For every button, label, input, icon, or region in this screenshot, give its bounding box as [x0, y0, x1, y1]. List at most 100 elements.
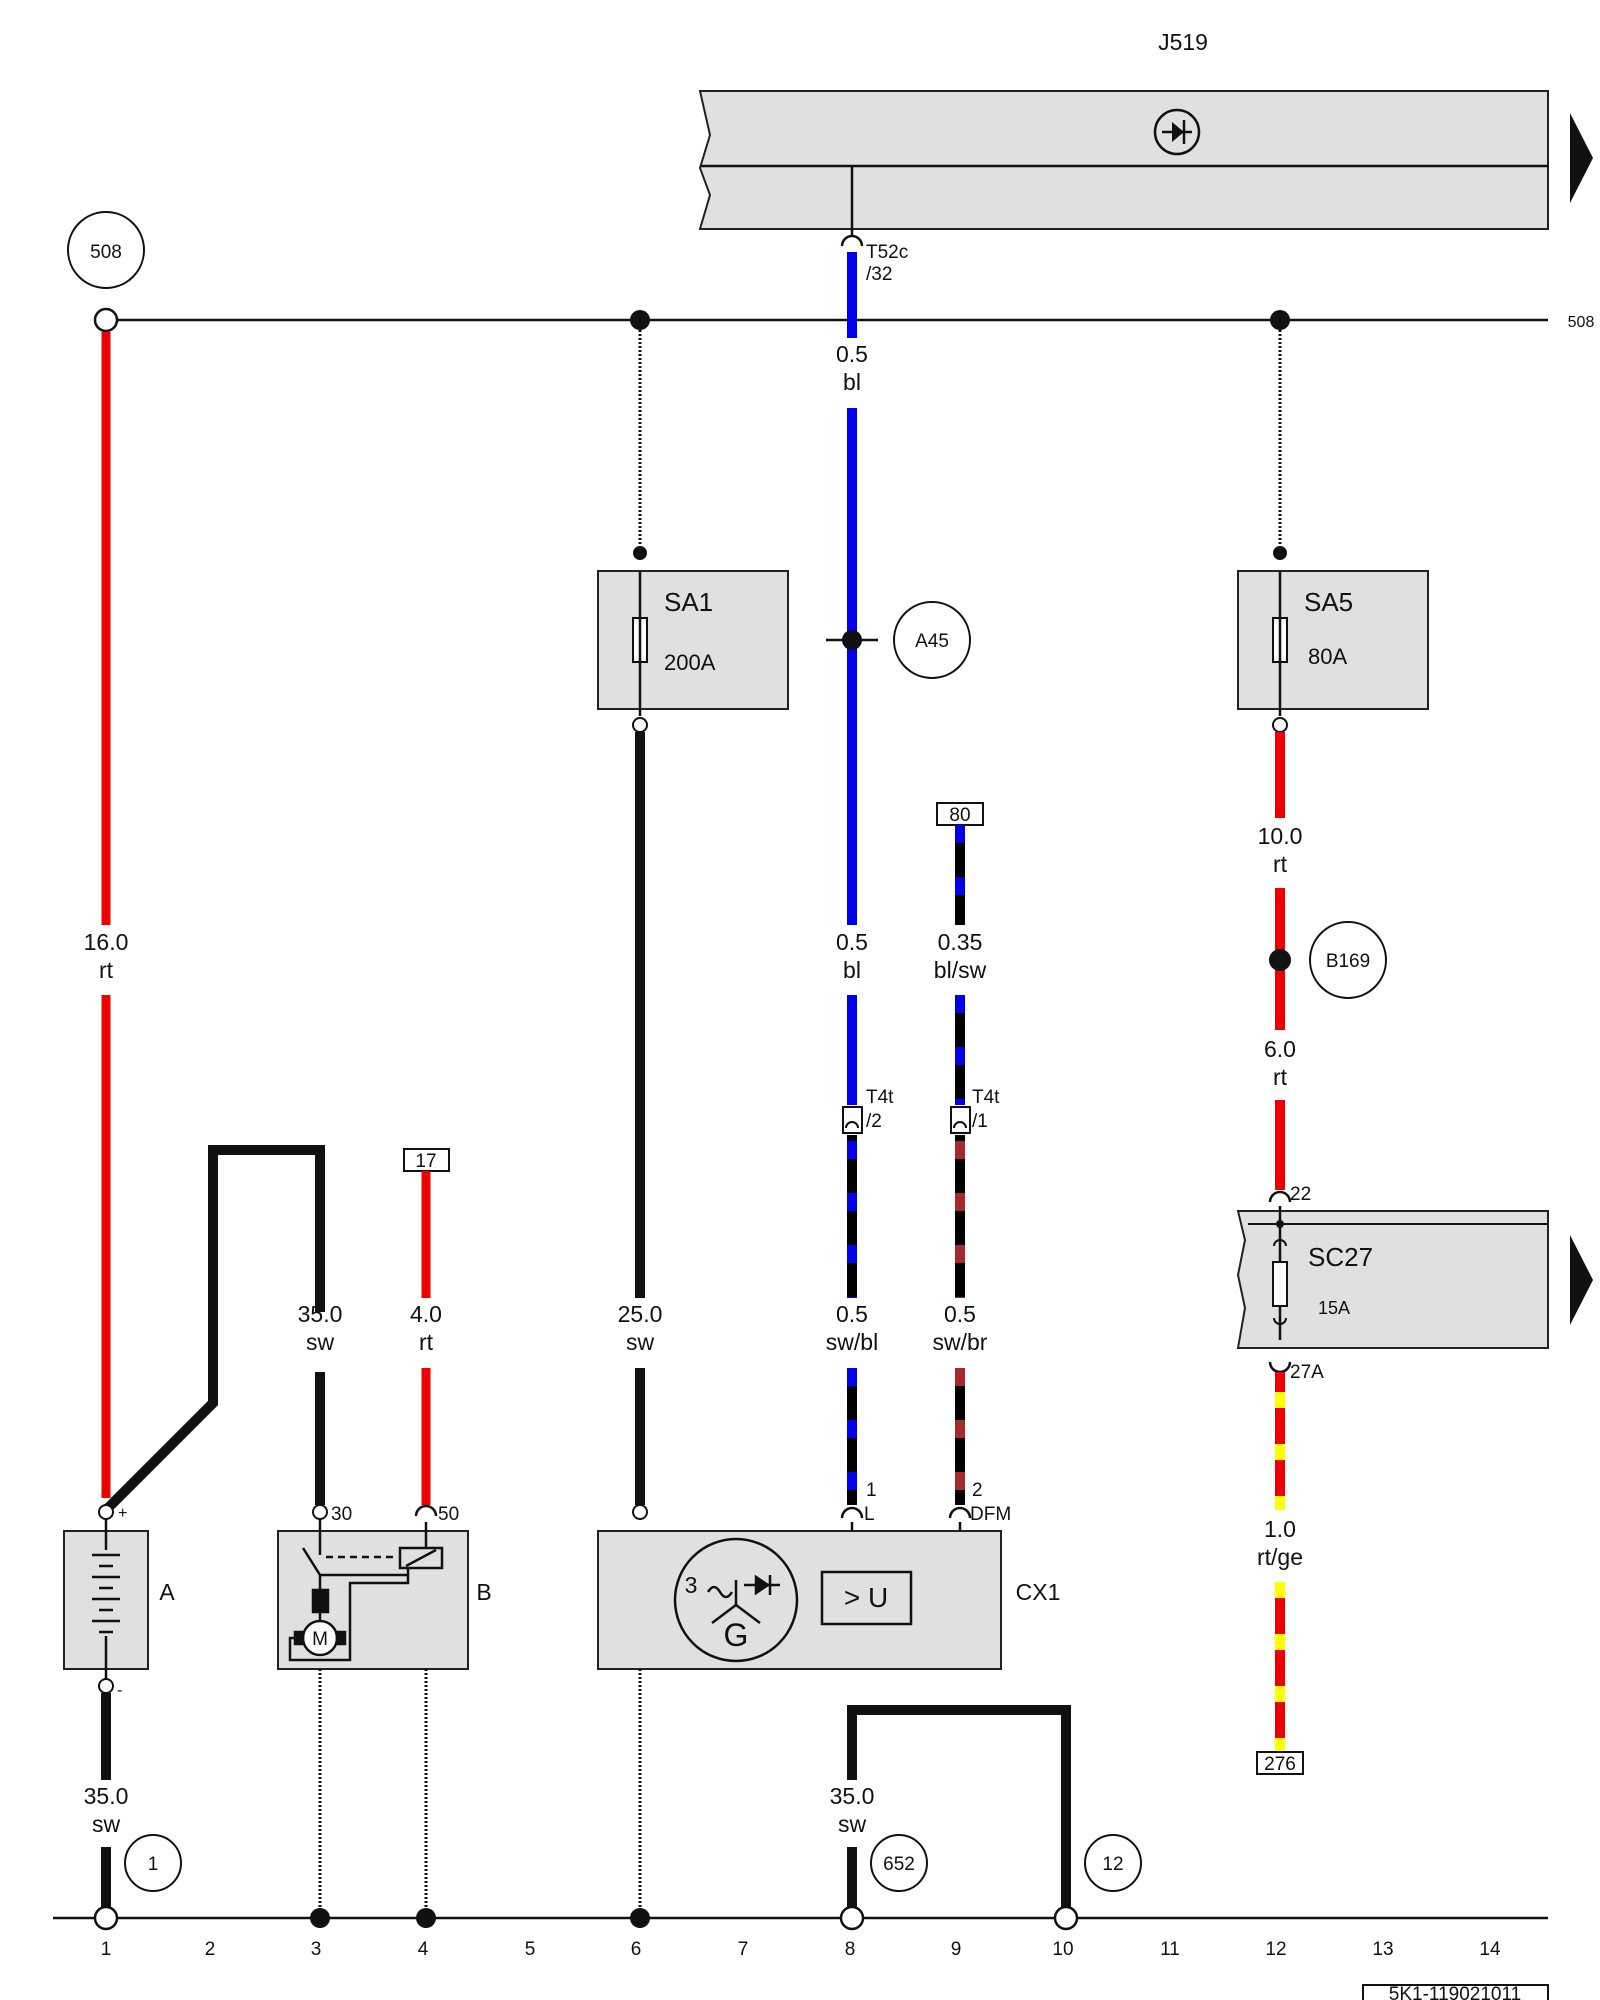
- wire-w9-color: bl/sw: [934, 957, 987, 983]
- ref-box-80-label: 80: [949, 805, 970, 826]
- connector-t52c-pin: /32: [866, 264, 892, 285]
- wire-w11-size: 10.0: [1258, 823, 1303, 849]
- voltage-regulator-box: [820, 1570, 913, 1626]
- battery-to-starter-cable: [102, 1145, 325, 1514]
- battery-plus-label: +: [118, 1505, 127, 1522]
- ref-508-label: 508: [90, 242, 122, 263]
- battery-minus-label: -: [117, 1682, 122, 1699]
- grid-number: 2: [205, 1939, 216, 1960]
- fuse-sa5-rating: 80A: [1308, 644, 1347, 669]
- connector-t4t-2-pin: /2: [866, 1111, 882, 1132]
- fuse-sa1-name: SA1: [664, 587, 713, 617]
- ref-1-label: 1: [148, 1854, 159, 1875]
- j519-module: [698, 90, 1549, 230]
- grid-number: 8: [845, 1939, 856, 1960]
- ref-12-label: 12: [1102, 1854, 1123, 1875]
- wire-w12-color: rt: [1273, 1064, 1288, 1090]
- wire-w13-size: 1.0: [1264, 1516, 1296, 1542]
- wire-w3-size: 35.0: [84, 1783, 129, 1809]
- generator-g-label: G: [724, 1617, 749, 1653]
- voltage-regulator-label: > U: [844, 1582, 888, 1613]
- wire-w9-size: 0.35: [938, 929, 983, 955]
- grid-number: 5: [525, 1939, 536, 1960]
- wire-w1-color: rt: [99, 957, 114, 983]
- fuse-sa1: [597, 570, 789, 710]
- grid-number: 12: [1265, 1939, 1286, 1960]
- wire-w6-color: bl: [843, 369, 861, 395]
- grid-number: 6: [631, 1939, 642, 1960]
- sc27-pin-27a: 27A: [1290, 1362, 1324, 1383]
- alternator-pin-2: 2: [972, 1480, 983, 1501]
- grid-number: 3: [311, 1939, 322, 1960]
- grid-number: 10: [1052, 1939, 1073, 1960]
- ref-circle-508: [67, 211, 145, 289]
- generator-phase-label: 3: [685, 1572, 698, 1598]
- starter-label: B: [476, 1579, 491, 1605]
- battery-label: A: [159, 1579, 175, 1605]
- ref-box-17-label: 17: [415, 1151, 436, 1172]
- wire-w5-color: sw: [626, 1329, 655, 1355]
- ref-box-276: [1256, 1751, 1304, 1775]
- ref-circle-a45: [893, 601, 971, 679]
- alternator-pin-l: L: [864, 1504, 875, 1525]
- grid-number: 4: [418, 1939, 429, 1960]
- connector-t4t-1-label: T4t: [972, 1087, 1000, 1108]
- wire-w8-size: 0.5: [836, 1301, 868, 1327]
- fuse-sa5: [1237, 570, 1429, 710]
- grid-number: 7: [738, 1939, 749, 1960]
- wire-w2-size: 35.0: [298, 1301, 343, 1327]
- ground-strap-652-12: [847, 1705, 1071, 1908]
- alternator-cx1: [597, 1530, 1002, 1670]
- ref-circle-652: [870, 1834, 928, 1892]
- wire-w1-size: 16.0: [84, 929, 129, 955]
- wire-w2-color: sw: [306, 1329, 335, 1355]
- connector-t4t-1-icon: [950, 1106, 971, 1134]
- grid-number: 9: [951, 1939, 962, 1960]
- wire-w14-size: 35.0: [830, 1783, 875, 1809]
- page-continue-arrow-bottom: [1570, 1235, 1593, 1325]
- wire-w3-color: sw: [92, 1811, 121, 1837]
- connector-t52c-label: T52c: [866, 242, 908, 263]
- fuse-sc27-name: SC27: [1308, 1242, 1373, 1272]
- wire-w4-size: 4.0: [410, 1301, 442, 1327]
- wire-w7-size: 0.5: [836, 929, 868, 955]
- sc27-pin-22: 22: [1290, 1184, 1311, 1205]
- grid-number: 11: [1160, 1939, 1180, 1960]
- connector-t4t-1-pin: /1: [972, 1111, 988, 1132]
- fuse-sa1-rating: 200A: [664, 650, 716, 675]
- ref-circle-12: [1084, 1834, 1142, 1892]
- wire-w13-color: rt/ge: [1257, 1544, 1303, 1570]
- grid-number: 1: [101, 1939, 112, 1960]
- fuse-sc27-rating: 15A: [1318, 1298, 1350, 1318]
- connector-t52c-icon: [840, 234, 864, 247]
- alternator-pin-1: 1: [866, 1480, 877, 1501]
- fuse-box-sc27: [1236, 1210, 1549, 1349]
- generator-symbol-icon: [673, 1537, 799, 1663]
- connector-t4t-2-icon: [842, 1106, 863, 1134]
- doc-id-box: [1362, 1984, 1549, 2000]
- ref-circle-1: [124, 1834, 182, 1892]
- starter-pin-30: 30: [331, 1504, 352, 1525]
- doc-id: 5K1-119021011: [1389, 1984, 1521, 2000]
- wire-w10-color: sw/br: [933, 1329, 988, 1355]
- starter-internal-icon: [288, 1518, 444, 1662]
- wire-w5-size: 25.0: [618, 1301, 663, 1327]
- wire-w7-color: bl: [843, 957, 861, 983]
- wire-w14-color: sw: [838, 1811, 867, 1837]
- wire-w8-color: sw/bl: [826, 1329, 878, 1355]
- diode-symbol-icon: [1153, 108, 1201, 156]
- wire-w11-color: rt: [1273, 851, 1288, 877]
- fuse-sc27-icon: [1272, 1261, 1288, 1307]
- grid-number: 13: [1372, 1939, 1393, 1960]
- wire-w10-size: 0.5: [944, 1301, 976, 1327]
- connector-t4t-2-label: T4t: [866, 1087, 894, 1108]
- starter-pin-50: 50: [438, 1504, 459, 1525]
- ref-a45-label: A45: [915, 631, 949, 652]
- ref-box-276-label: 276: [1264, 1754, 1296, 1775]
- page-continue-arrow-top: [1570, 113, 1593, 203]
- alternator-label: CX1: [1016, 1579, 1061, 1605]
- ref-circle-b169: [1309, 921, 1387, 999]
- j519-label: J519: [1158, 29, 1208, 55]
- alternator-pin-dfm: DFM: [970, 1504, 1011, 1525]
